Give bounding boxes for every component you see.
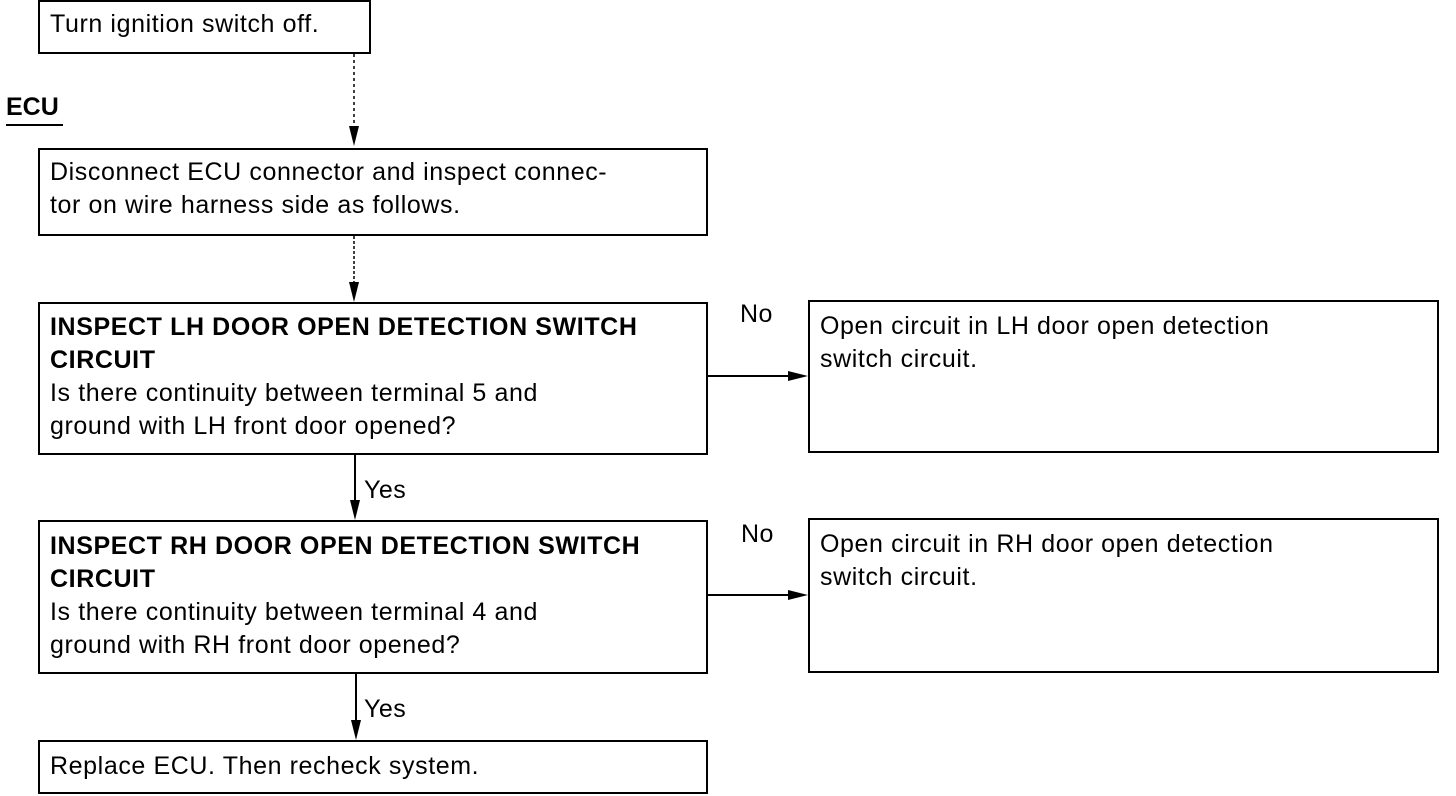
inspect-lh-question-line-1: Is there continuity between terminal 5 a… [50, 379, 538, 407]
result-rh-line-2: switch circuit. [820, 563, 978, 591]
step-replace-ecu: Replace ECU. Then recheck system. [38, 740, 708, 794]
step-turn-ignition-off: Turn ignition switch off. [38, 0, 371, 54]
branch-label-lh-yes: Yes [364, 476, 407, 504]
step-disconnect-line-2: tor on wire harness side as follows. [50, 191, 461, 219]
arrow-turnoff-to-disconnect [349, 54, 359, 146]
inspect-lh-title-line-1: INSPECT LH DOOR OPEN DETECTION SWITCH [50, 313, 638, 341]
step-inspect-lh-circuit: INSPECT LH DOOR OPEN DETECTION SWITCH CI… [38, 302, 708, 455]
inspect-lh-title-line-2: CIRCUIT [50, 346, 156, 374]
result-lh-open-circuit: Open circuit in LH door open detection s… [808, 300, 1439, 453]
result-lh-line-2: switch circuit. [820, 345, 978, 373]
step-turn-ignition-off-text: Turn ignition switch off. [50, 10, 320, 38]
result-rh-open-circuit: Open circuit in RH door open detection s… [808, 518, 1439, 673]
inspect-rh-title-line-2: CIRCUIT [50, 565, 156, 593]
step-disconnect-ecu-connector: Disconnect ECU connector and inspect con… [38, 148, 708, 236]
result-rh-line-1: Open circuit in RH door open detection [820, 530, 1274, 558]
arrow-lh-no [708, 371, 808, 381]
branch-label-lh-no: No [740, 300, 773, 328]
result-lh-line-1: Open circuit in LH door open detection [820, 312, 1270, 340]
inspect-rh-question-line-2: ground with RH front door opened? [50, 631, 461, 659]
section-title-ecu: ECU [6, 93, 59, 121]
arrow-rh-no [708, 590, 808, 600]
step-replace-ecu-text: Replace ECU. Then recheck system. [50, 752, 480, 780]
inspect-lh-question-line-2: ground with LH front door opened? [50, 412, 457, 440]
branch-label-rh-yes: Yes [364, 695, 407, 723]
branch-label-rh-no: No [741, 520, 774, 548]
section-title-underline [6, 124, 63, 126]
arrow-lh-yes [350, 455, 360, 520]
inspect-rh-title-line-1: INSPECT RH DOOR OPEN DETECTION SWITCH [50, 532, 641, 560]
step-inspect-rh-circuit: INSPECT RH DOOR OPEN DETECTION SWITCH CI… [38, 520, 708, 674]
inspect-rh-question-line-1: Is there continuity between terminal 4 a… [50, 598, 538, 626]
arrow-rh-yes [351, 674, 361, 740]
step-disconnect-line-1: Disconnect ECU connector and inspect con… [50, 158, 608, 186]
arrow-disconnect-to-lh [349, 236, 359, 302]
